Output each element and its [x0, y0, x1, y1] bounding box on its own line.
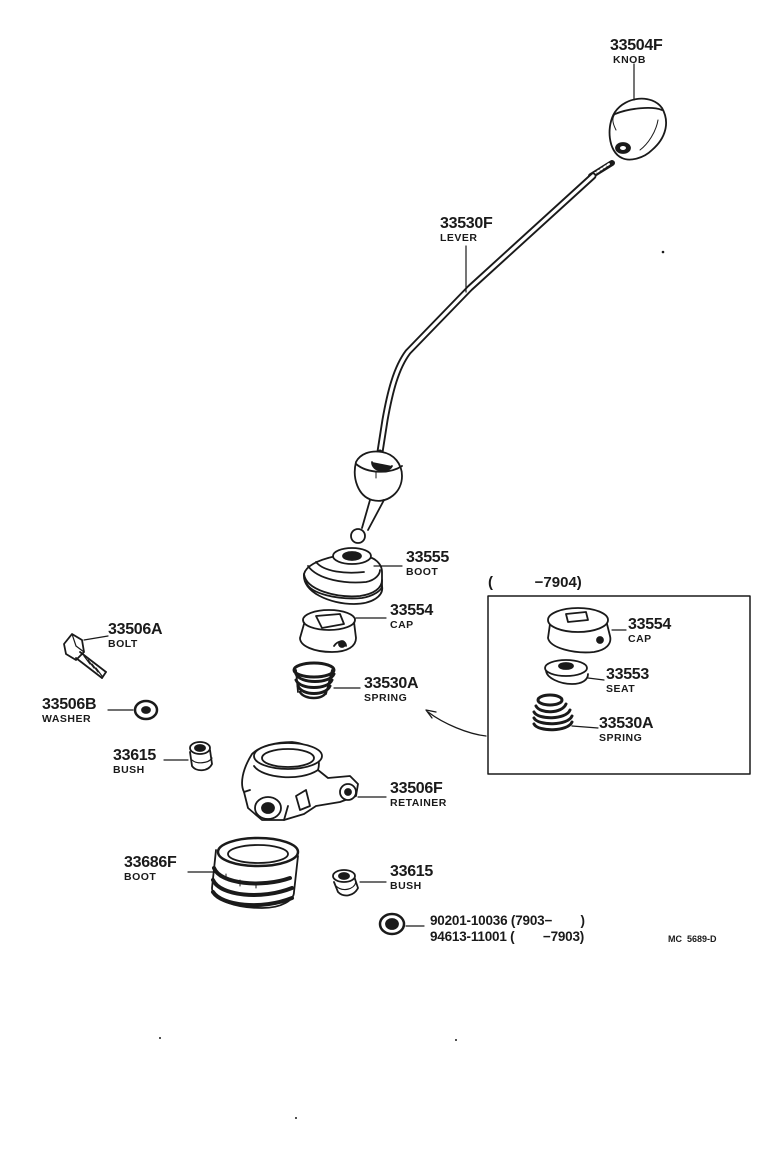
- part-name: SEAT: [606, 683, 636, 695]
- part-number: 33530A: [364, 675, 419, 692]
- part-number: 33554: [390, 602, 433, 619]
- part-label-bush-left: 33615 BUSH: [113, 748, 156, 776]
- inset-arrow: [425, 709, 487, 737]
- cap-drawing: [299, 609, 357, 653]
- inset-title: ( −7904): [488, 574, 582, 591]
- part-number: 33615: [390, 863, 433, 880]
- scan-specks: [159, 250, 665, 1119]
- part-name: BOOT: [124, 871, 157, 883]
- part-name: CAP: [628, 633, 652, 645]
- boot-lower-drawing: [211, 836, 300, 909]
- part-name: BOOT: [406, 566, 439, 578]
- nut-drawing: [378, 912, 406, 936]
- knob-drawing: [608, 97, 667, 161]
- part-number: 33686F: [124, 854, 177, 871]
- part-name: RETAINER: [390, 797, 447, 809]
- lever-drawing: [350, 160, 615, 544]
- spring-drawing: [292, 661, 336, 700]
- part-number: 33530A: [599, 715, 654, 732]
- part-name: SPRING: [599, 732, 643, 744]
- part-name: BOLT: [108, 638, 138, 650]
- part-label-boot-lower: 33686F BOOT: [124, 854, 177, 883]
- part-name: LEVER: [440, 232, 478, 244]
- part-number: 33506A: [108, 621, 163, 638]
- nut-label-line-2: 94613-11001 ( −7903): [430, 929, 585, 944]
- inset-cap-drawing: [547, 607, 612, 654]
- part-number: 33504F: [610, 37, 663, 54]
- inset-label-spring: 33530A SPRING: [599, 715, 654, 744]
- part-name: BUSH: [113, 764, 145, 776]
- bush-right-drawing: [332, 869, 359, 897]
- washer-drawing: [133, 699, 159, 721]
- inset-spring-drawing: [532, 693, 574, 732]
- part-label-knob: 33504F KNOB: [610, 37, 663, 66]
- part-number: 33615: [113, 747, 156, 764]
- part-label-lever: 33530F LEVER: [440, 215, 493, 244]
- part-name: CAP: [390, 619, 414, 631]
- inset-frame: [487, 595, 751, 775]
- part-name: KNOB: [613, 54, 646, 66]
- nut-label-line-1: 90201-10036 (7903− ): [430, 913, 585, 928]
- part-label-bush-right: 33615 BUSH: [390, 864, 433, 892]
- part-number: 33506F: [390, 780, 443, 797]
- retainer-drawing: [241, 741, 359, 821]
- inset-seat-drawing: [544, 659, 589, 685]
- boot-upper-drawing: [303, 547, 384, 605]
- part-label-bolt: 33506A BOLT: [108, 621, 163, 650]
- part-label-retainer: 33506F RETAINER: [390, 781, 447, 809]
- inset-label-seat: 33553 SEAT: [606, 667, 649, 695]
- part-number: 33530F: [440, 215, 493, 232]
- bush-left-drawing: [189, 741, 213, 772]
- part-label-boot-upper: 33555 BOOT: [406, 550, 449, 578]
- part-label-cap: 33554 CAP: [390, 603, 433, 631]
- part-name: WASHER: [42, 713, 92, 725]
- part-number: 33553: [606, 666, 649, 683]
- part-label-washer: 33506B WASHER: [42, 696, 97, 725]
- part-number: 33554: [628, 616, 671, 633]
- bolt-drawing: [63, 633, 107, 679]
- part-number: 33555: [406, 549, 449, 566]
- leader-lines: [83, 63, 635, 927]
- part-name: BUSH: [390, 880, 422, 892]
- inset-label-cap: 33554 CAP: [628, 617, 671, 645]
- part-number: 33506B: [42, 696, 97, 713]
- part-label-spring: 33530A SPRING: [364, 675, 419, 704]
- drawing-code: MC 5689-D: [668, 934, 717, 944]
- part-name: SPRING: [364, 692, 408, 704]
